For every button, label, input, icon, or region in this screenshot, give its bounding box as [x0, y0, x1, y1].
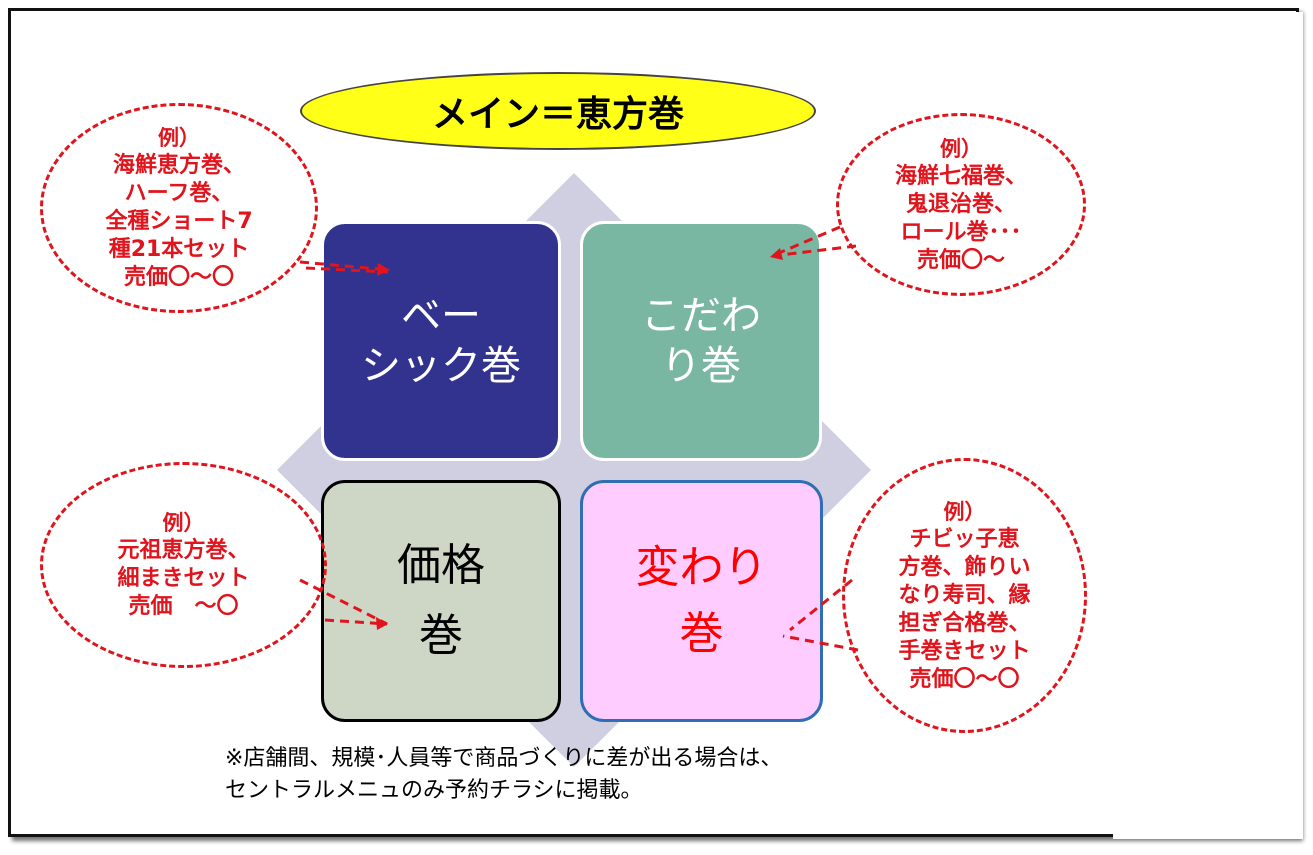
- bubble-line: ロール巻･･･: [900, 219, 1022, 245]
- bubble-line: 担ぎ合格巻、: [898, 610, 1031, 636]
- bubble-line: 海鮮七福巻、: [894, 163, 1027, 189]
- bubble-heading: 例）: [940, 136, 982, 161]
- bubble-line: 種21本セット: [108, 237, 250, 262]
- bubble-price: 売価〇～〇: [909, 666, 1020, 692]
- bubble-line: 元祖恵方巻、: [117, 538, 250, 563]
- bubble-heading: 例）: [158, 126, 200, 150]
- card-kawari-line-2: 巻: [679, 608, 724, 659]
- card-price-line-2: 巻: [419, 610, 463, 661]
- footnote: ※店舗間、規模･人員等で商品づくりに差が出る場合は、 セントラルメニュのみ予約チ…: [225, 743, 782, 807]
- bubble-line: 全種ショート7: [105, 209, 253, 234]
- example-bubble-kawari: 例） チビッ子恵 方巻、飾りい なり寿司、縁 担ぎ合格巻、 手巻きセット 売価〇…: [842, 458, 1087, 733]
- bubble-price: 売価 ～〇: [128, 594, 239, 619]
- bubble-price: 売価〇～: [916, 247, 1005, 273]
- bubble-line: なり寿司、縁: [898, 582, 1031, 608]
- card-kawari-line-1: 変わり: [635, 542, 768, 593]
- example-bubble-basic: 例） 海鮮恵方巻、 ハーフ巻、 全種ショート7 種21本セット 売価〇～〇: [40, 103, 318, 313]
- footnote-line-2: セントラルメニュのみ予約チラシに掲載。: [225, 778, 643, 803]
- bubble-price: 売価〇～〇: [123, 265, 234, 290]
- bubble-line: 手巻きセット: [898, 638, 1031, 664]
- card-kodawari-line-2: り巻: [661, 343, 741, 389]
- bubble-line: ハーフ巻、: [124, 181, 234, 206]
- bubble-line: 海鮮恵方巻、: [112, 153, 245, 178]
- footnote-line-1: ※店舗間、規模･人員等で商品づくりに差が出る場合は、: [225, 746, 783, 771]
- card-basic-line-1: ベー: [401, 293, 481, 339]
- card-basic-roll: ベー シック巻: [321, 221, 561, 461]
- example-bubble-kodawari: 例） 海鮮七福巻、 鬼退治巻、 ロール巻･･･ 売価〇～: [836, 113, 1086, 296]
- example-bubble-price: 例） 元祖恵方巻、 細まきセット 売価 ～〇: [40, 462, 327, 668]
- bubble-line: チビッ子恵: [909, 526, 1020, 552]
- card-kodawari-roll: こだわ り巻: [580, 221, 822, 461]
- bubble-heading: 例）: [162, 511, 205, 535]
- card-price-line-1: 価格: [397, 539, 485, 591]
- bubble-line: 方巻、飾りい: [898, 554, 1031, 580]
- card-basic-line-2: シック巻: [361, 343, 521, 389]
- card-kodawari-line-1: こだわ: [641, 293, 761, 339]
- bubble-line: 鬼退治巻、: [905, 191, 1016, 217]
- right-margin: [1113, 12, 1303, 839]
- bubble-line: 細まきセット: [117, 566, 250, 591]
- card-kawari-roll: 変わり 巻: [580, 480, 823, 722]
- main-title: メイン＝恵方巻: [431, 94, 684, 135]
- main-title-ellipse: メイン＝恵方巻: [300, 72, 816, 150]
- card-price-roll: 価格 巻: [321, 480, 561, 722]
- bubble-heading: 例）: [943, 499, 986, 524]
